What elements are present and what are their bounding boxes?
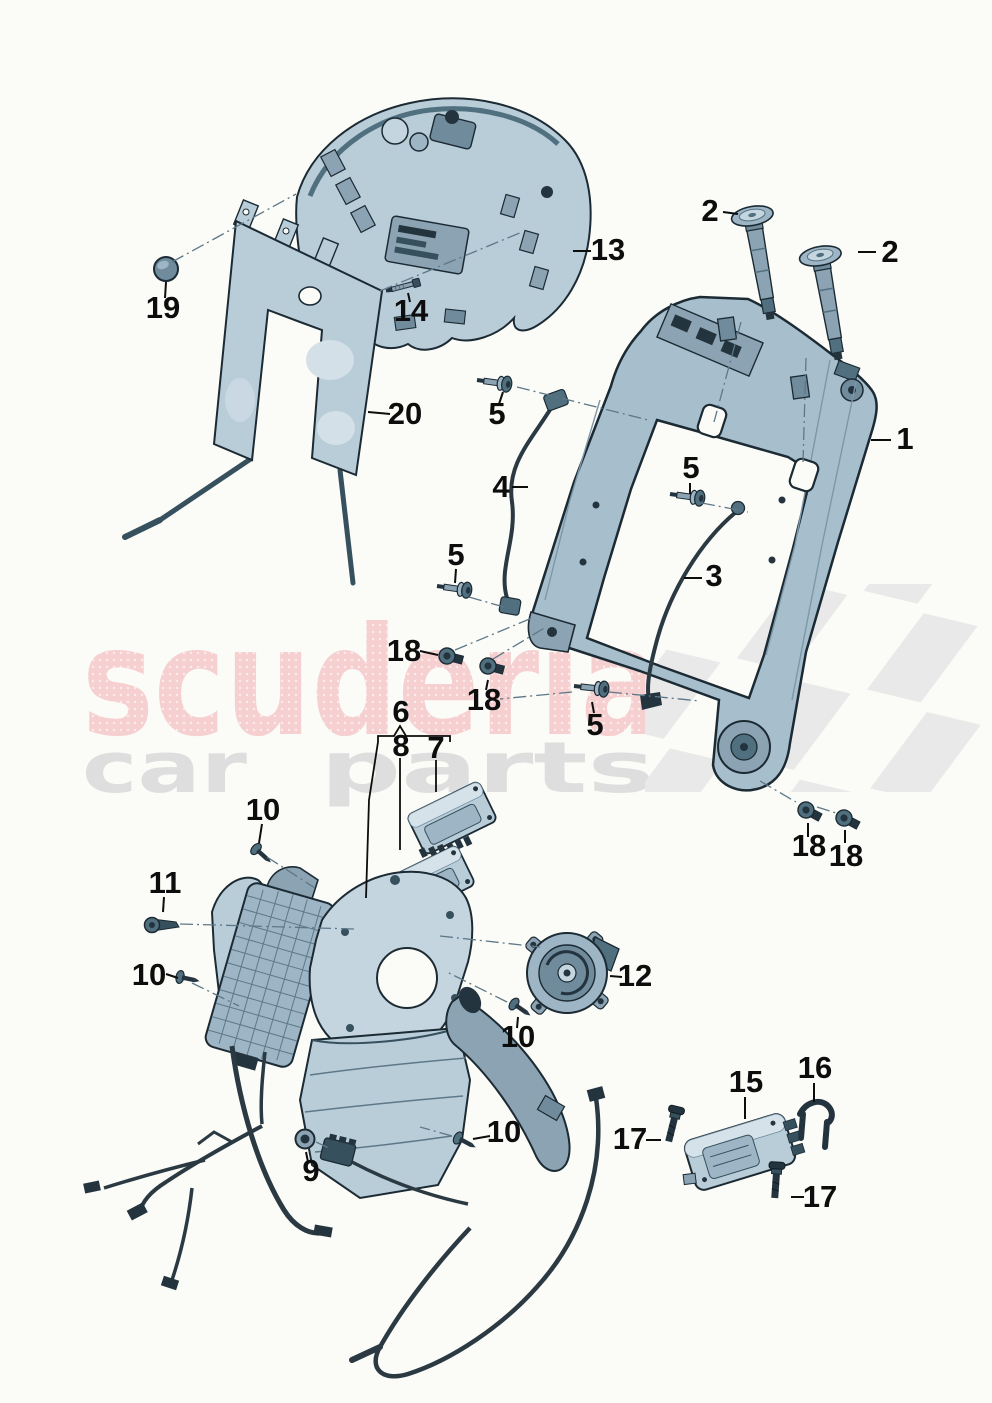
callout-18-a: 18 bbox=[387, 633, 421, 668]
svg-text:car: car bbox=[82, 727, 248, 809]
callout-labels: 19 14 13 2 2 1 5 20 4 5 3 5 18 18 5 6 8 … bbox=[132, 193, 914, 1214]
callout-9: 9 bbox=[302, 1153, 319, 1188]
callout-8: 8 bbox=[392, 728, 409, 763]
part-11-pin bbox=[143, 916, 180, 934]
part-16-clip bbox=[797, 1098, 835, 1150]
watermark-tagline: car parts bbox=[82, 727, 655, 809]
callout-12: 12 bbox=[618, 958, 652, 993]
callout-2-left: 2 bbox=[701, 193, 718, 228]
callout-4: 4 bbox=[492, 469, 510, 504]
part-1-backrest-frame bbox=[527, 295, 878, 792]
callout-10-d: 10 bbox=[487, 1114, 521, 1149]
callout-1: 1 bbox=[896, 421, 913, 456]
svg-text:parts: parts bbox=[320, 727, 655, 809]
leader-lines bbox=[162, 211, 891, 1198]
callout-5-b: 5 bbox=[682, 450, 699, 485]
alignment-lines bbox=[171, 193, 837, 1150]
callout-18-b: 18 bbox=[467, 682, 501, 717]
part-9-nut bbox=[294, 1128, 316, 1150]
callout-3: 3 bbox=[705, 558, 722, 593]
callout-2-right: 2 bbox=[881, 234, 898, 269]
part-20-carrier-panel bbox=[122, 199, 384, 586]
callout-20: 20 bbox=[388, 396, 422, 431]
callout-17-a: 17 bbox=[613, 1121, 647, 1156]
callout-18-d: 18 bbox=[829, 838, 863, 873]
callout-6: 6 bbox=[392, 694, 409, 729]
callout-15: 15 bbox=[729, 1064, 763, 1099]
callout-14: 14 bbox=[394, 293, 429, 328]
callout-13: 13 bbox=[591, 232, 625, 267]
callout-5-c: 5 bbox=[447, 537, 464, 572]
callout-19: 19 bbox=[146, 290, 180, 325]
callout-5-d: 5 bbox=[586, 707, 603, 742]
part-6-backrest-panel-assembly bbox=[83, 866, 606, 1379]
callout-18-c: 18 bbox=[792, 828, 826, 863]
callout-7: 7 bbox=[427, 730, 444, 765]
callout-10-b: 10 bbox=[132, 957, 166, 992]
callout-11: 11 bbox=[149, 865, 182, 900]
part-4-actuating-rod bbox=[498, 388, 569, 616]
part-14-bolt bbox=[385, 277, 422, 293]
part-12-blower bbox=[525, 931, 620, 1015]
callout-16: 16 bbox=[798, 1050, 832, 1085]
part-15-control-module bbox=[682, 1113, 806, 1191]
part-19-cap bbox=[153, 256, 179, 282]
callout-17-b: 17 bbox=[803, 1179, 837, 1214]
callout-5-a: 5 bbox=[488, 396, 505, 431]
callout-10-a: 10 bbox=[246, 792, 280, 827]
callout-10-c: 10 bbox=[501, 1019, 535, 1054]
group-6-bracket bbox=[365, 724, 451, 899]
